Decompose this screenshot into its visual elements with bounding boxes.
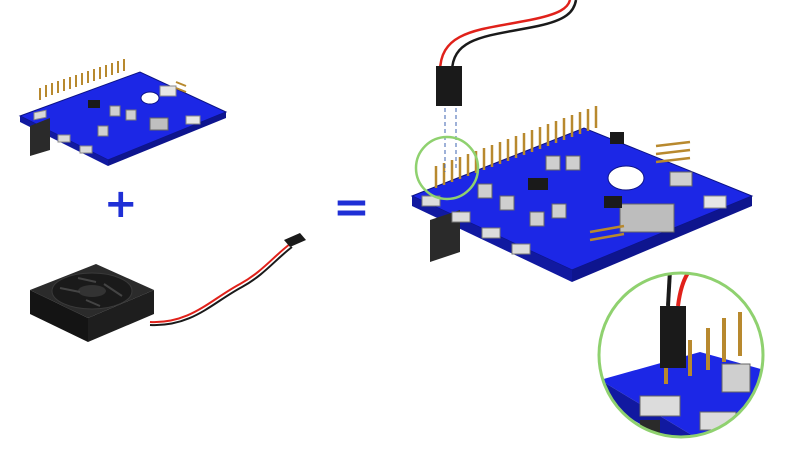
assembled-board <box>410 0 754 282</box>
plus-sign: + <box>104 181 138 227</box>
small-board <box>18 59 228 166</box>
fan-connector <box>436 0 578 172</box>
gpio-pin-header <box>434 106 598 188</box>
usb-ports <box>421 195 531 255</box>
highlight-circle <box>414 135 480 201</box>
cooling-fan <box>30 233 306 342</box>
zoom-circle <box>597 271 765 439</box>
equals-sign: = <box>333 182 370 233</box>
zoom-detail <box>597 271 765 439</box>
